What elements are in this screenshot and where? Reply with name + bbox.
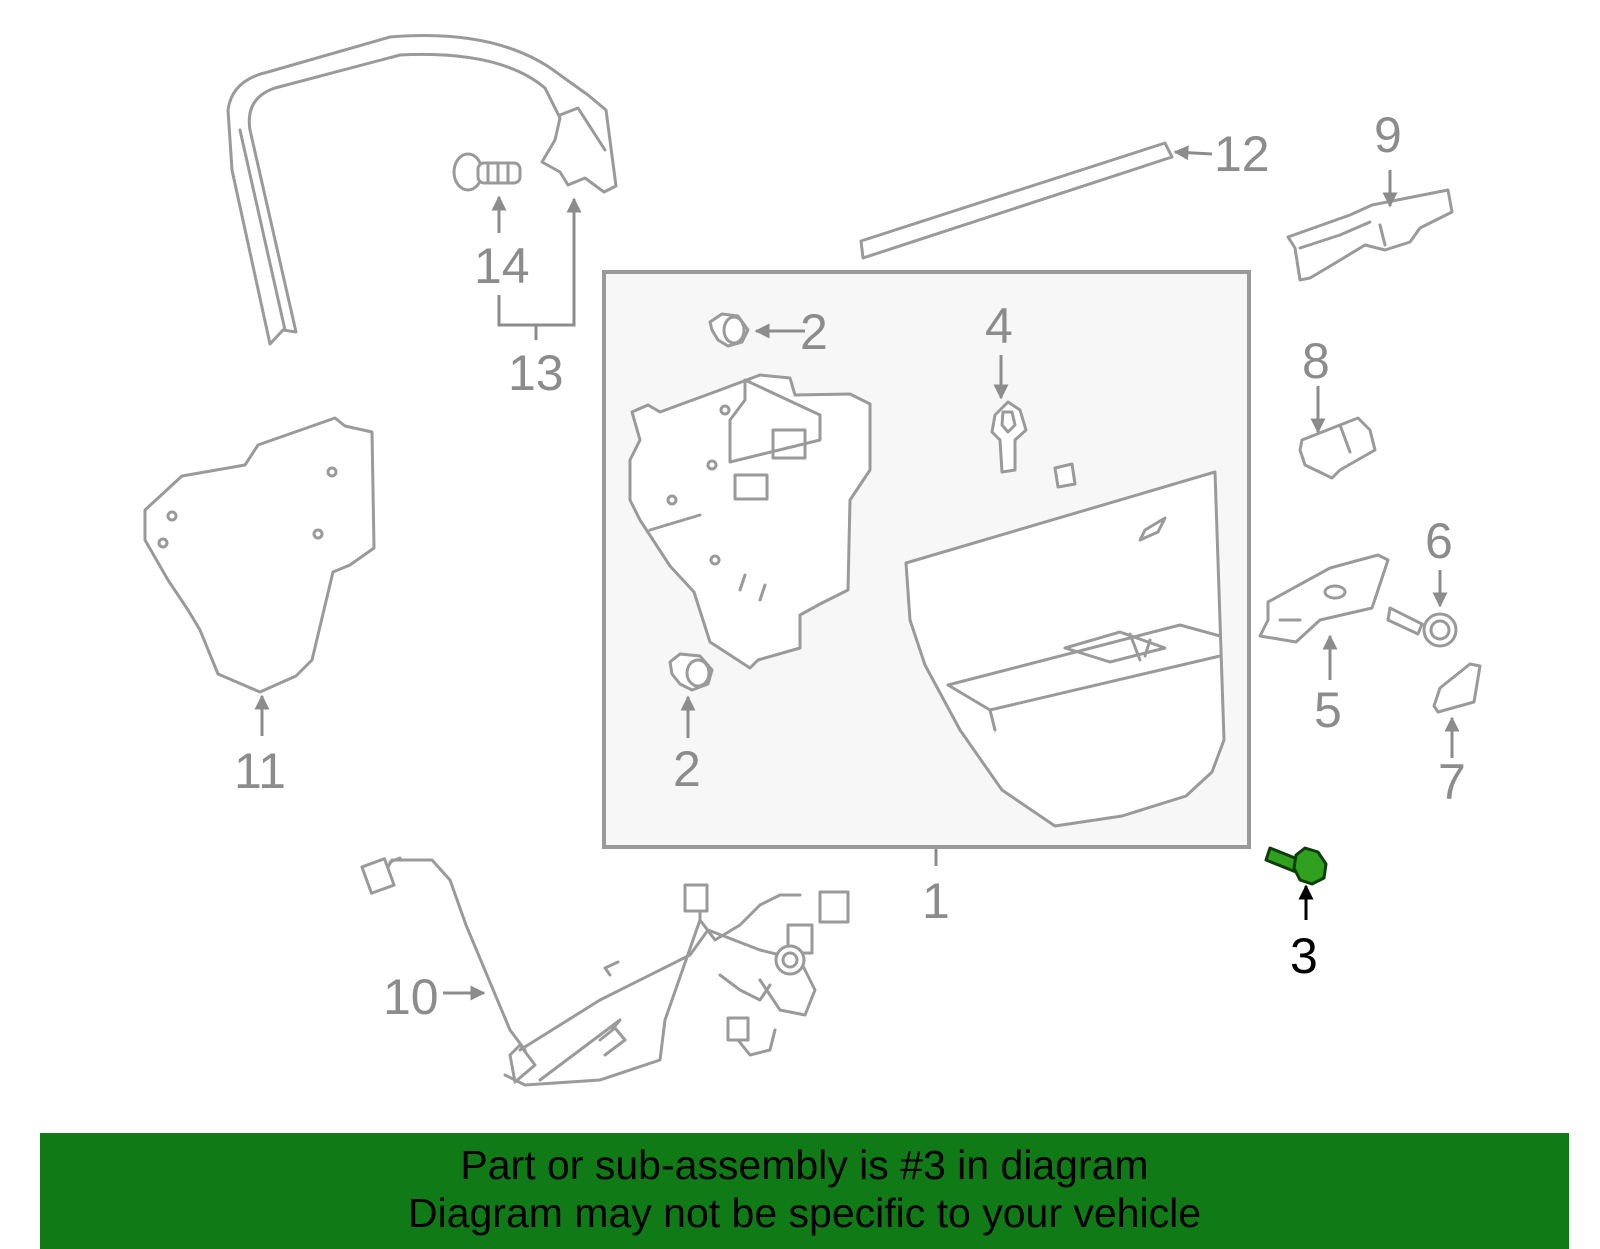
- switch-part-8: [1298, 416, 1377, 480]
- door-trim-panel: [904, 470, 1226, 828]
- belt-molding-part-12: [859, 141, 1174, 260]
- wiring-harness-part-10: [360, 856, 850, 1087]
- banner-line-part-number: Part or sub-assembly is #3 in diagram: [460, 1142, 1149, 1188]
- window-channel-part-13: [226, 34, 618, 346]
- callout-12: 12: [1214, 126, 1270, 182]
- callout-3-highlighted: 3: [1290, 928, 1318, 984]
- switch-bezel-part-9: [1286, 188, 1454, 282]
- push-pin-part-2-top: [708, 312, 750, 348]
- screw-part-6: [1386, 606, 1458, 648]
- bolt-part-14: [452, 152, 522, 192]
- push-pin-part-2-bottom: [668, 652, 714, 692]
- handle-bezel-part-5: [1258, 553, 1390, 644]
- callout-7: 7: [1438, 754, 1466, 810]
- callout-2-bottom: 2: [673, 741, 701, 797]
- callout-13: 13: [508, 345, 564, 401]
- banner-line-disclaimer: Diagram may not be specific to your vehi…: [407, 1190, 1201, 1236]
- cover-part-7: [1432, 662, 1482, 714]
- water-deflector-part-11: [143, 416, 376, 694]
- leader-lines: [254, 145, 1460, 1001]
- callout-5: 5: [1314, 682, 1342, 738]
- callout-10: 10: [383, 969, 439, 1025]
- callout-1: 1: [922, 873, 950, 929]
- callout-2-top: 2: [800, 304, 828, 360]
- info-banner: Part or sub-assembly is #3 in diagram Di…: [40, 1133, 1569, 1249]
- callout-11: 11: [234, 743, 286, 799]
- callout-4: 4: [985, 298, 1013, 354]
- callout-labels: 14 13 12 9 8 6 5 7 2 2 4 1 10 11 3: [234, 107, 1466, 1025]
- callout-8: 8: [1302, 333, 1330, 389]
- retainer-part-4: [990, 400, 1028, 474]
- small-clip: [1053, 462, 1077, 489]
- bolt-part-3-highlighted: [1264, 846, 1328, 886]
- callout-6: 6: [1425, 513, 1453, 569]
- trim-panel-bracket: [628, 373, 872, 670]
- callout-9: 9: [1374, 107, 1402, 163]
- callout-14: 14: [474, 238, 530, 294]
